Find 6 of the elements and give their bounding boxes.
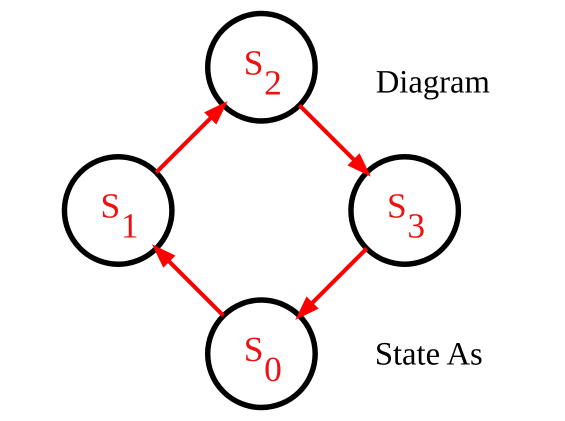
arrow: [294, 247, 368, 320]
arrow: [152, 244, 224, 318]
label: Diagram: [375, 64, 490, 100]
label: State As: [374, 336, 482, 372]
arrow: [154, 101, 228, 174]
arrow: [298, 104, 370, 177]
